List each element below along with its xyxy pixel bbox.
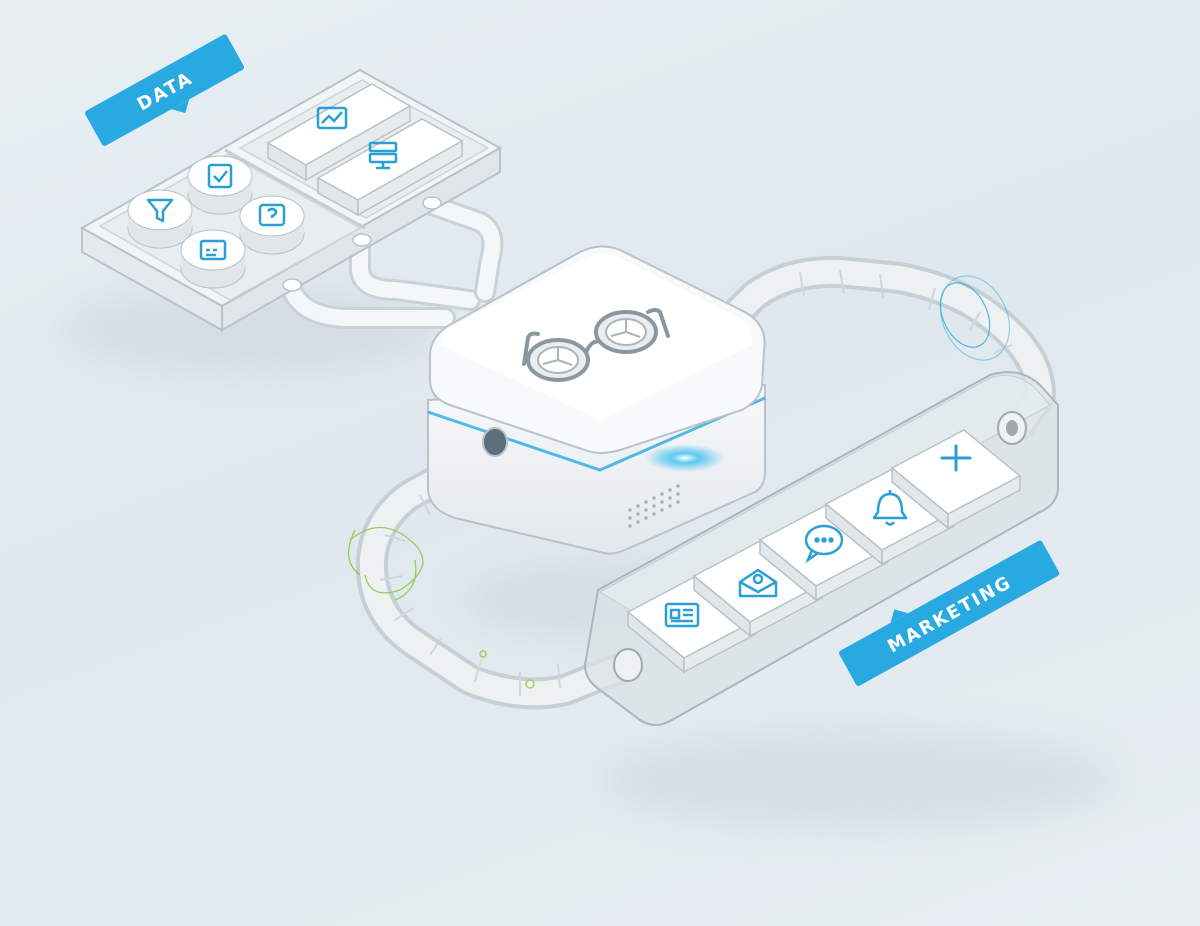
data-puck-help: [239, 195, 305, 255]
ripple-rings: [939, 275, 1011, 361]
server-icon: [368, 141, 398, 170]
marketing-tray: [583, 371, 1059, 726]
calendar-icon: [199, 239, 227, 261]
pipes: [279, 194, 1056, 710]
email-icon: [738, 568, 778, 598]
data-puck-checklist: [187, 155, 253, 215]
data-tag: DATA: [85, 34, 245, 146]
funnel-icon: [146, 198, 174, 223]
hub-box: [427, 245, 766, 555]
bell-icon: [872, 490, 908, 526]
chat-bubble-icon: [804, 524, 844, 564]
data-puck-funnel: [127, 189, 193, 249]
chart-screen-icon: [316, 106, 348, 130]
pipe-stripes: [379, 269, 1013, 696]
marketing-key-plus: [890, 429, 1022, 530]
vines: [348, 457, 535, 689]
plus-icon: [940, 444, 972, 472]
data-puck-calendar: [180, 229, 246, 289]
data-card-chart: [266, 83, 412, 182]
help-icon: [258, 203, 286, 227]
glasses-icon: [522, 308, 670, 382]
hub-glow: [645, 444, 725, 472]
checklist-icon: [207, 163, 233, 189]
hub-vents: [628, 484, 680, 528]
data-card-server: [316, 118, 464, 217]
newsletter-icon: [664, 602, 700, 628]
data-tray: [79, 68, 503, 332]
tray-sockets: [282, 196, 442, 292]
